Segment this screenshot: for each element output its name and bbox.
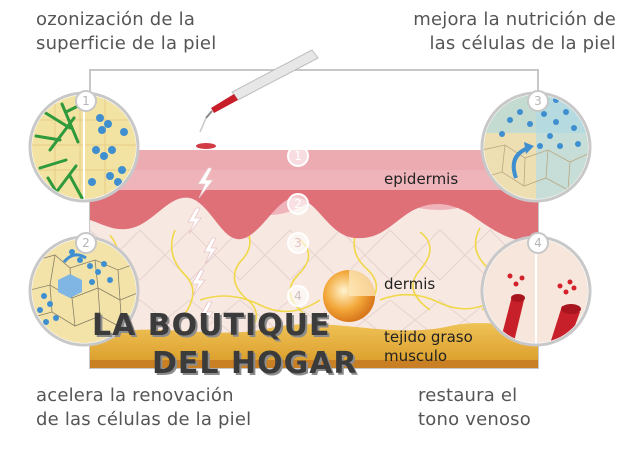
detail-circle-renovation [28,235,140,347]
muscle-layer [90,360,538,368]
caption-nutrition: mejora la nutrición de las células de la… [413,9,616,54]
caption-ozonization: ozonización de la superficie de la piel [36,9,217,54]
orb-highlight [349,270,375,296]
basal-layer [90,190,538,242]
skin-cross-section [89,150,539,368]
badge-label-2: 2 [82,236,90,250]
caption-venous-tone: restaura el tono venoso [418,385,531,430]
fat-layer [90,323,538,368]
bolt-icon [199,301,214,329]
badge-label-4: 4 [534,236,542,250]
badge-label-1: 1 [82,94,90,108]
watermark-line-2: DEL HOGAR [152,346,358,381]
stratum-corneum [90,150,538,170]
probe-icon [196,49,319,149]
detail-circle-nutrition [480,91,592,203]
watermark-line-1: LA BOUTIQUE [92,308,331,343]
badge-label-3: 3 [534,94,542,108]
circle-badge-labels: 1 2 3 4 [82,94,542,250]
depth-markers [287,145,309,307]
label-dermis: dermis [384,275,436,293]
depth-marker-4: 4 [294,289,302,303]
caption-renovation: acelera la renovación de las células de … [36,385,252,430]
depth-marker-3: 3 [294,236,302,250]
bolt-icon [187,207,202,235]
circle-badges [75,90,549,254]
lightning-bolts [187,167,218,329]
detail-circle-ozonization [28,91,140,203]
depth-marker-2: 2 [294,197,302,211]
dermis-lattice [89,229,539,341]
label-epidermis: epidermis [384,170,459,188]
depth-marker-labels: 1 2 3 4 [294,149,302,303]
label-muscle: musculo [384,347,448,365]
bolt-icon [203,237,218,265]
depth-marker-1: 1 [294,149,302,163]
label-fat: tejido graso [384,328,473,346]
bolt-icon [197,167,214,199]
detail-circle-veins [480,235,592,347]
bolt-icon [191,269,206,297]
